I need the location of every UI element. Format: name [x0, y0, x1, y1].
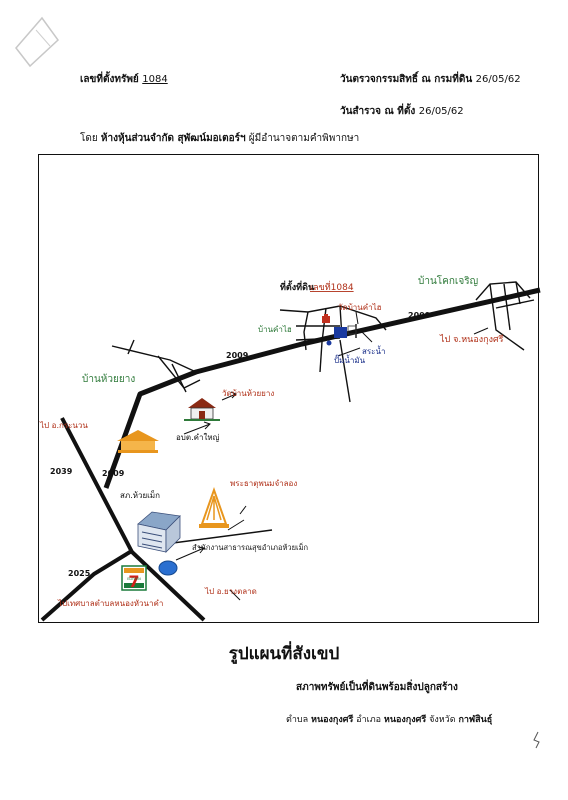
survey-label: วันสำรวจ ณ ที่ตั้ง — [340, 106, 416, 117]
pond-marker — [347, 325, 357, 335]
amphoe-label: อำเภอ — [356, 715, 382, 725]
province-label: จังหวัด — [429, 715, 456, 725]
label-phra-that: พระธาตุพนมจำลอง — [230, 479, 297, 488]
gas-station-marker — [326, 340, 332, 346]
tambon-name: หนองกุงศรี — [311, 715, 354, 725]
seven-eleven-sub: ELEVEN — [127, 577, 141, 581]
road-2025 — [40, 550, 132, 622]
label-to-nong-kung-si: ไป จ.หนองกุงศรี — [439, 334, 504, 345]
government-building-icon — [117, 430, 159, 453]
land-check-line: วันตรวจกรรมสิทธิ์ ณ กรมที่ดิน 26/05/62 — [340, 72, 521, 87]
label-wat-ban-kham-sai: วัดบ้านคำไฮ — [338, 303, 382, 312]
site-label: ที่ตั้งที่ดิน — [280, 280, 315, 293]
asset-number-line: เลขที่ตั้งทรัพย์ 1084 — [80, 72, 168, 87]
land-check-label: วันตรวจกรรมสิทธิ์ ณ กรมที่ดิน — [340, 74, 473, 85]
label-ban-huai-yang: บ้านห้วยยาง — [82, 373, 135, 385]
asset-condition: สภาพทรัพย์เป็นที่ดินพร้อมสิ่งปลูกสร้าง — [296, 682, 458, 693]
by-prefix: โดย — [80, 133, 98, 144]
road-number-2039: 2039 — [50, 467, 73, 476]
road-number-2009-west: 2009 — [102, 469, 125, 478]
label-pond: สระน้ำ — [362, 345, 385, 356]
label-wat-ban-huai-yang: วัดบ้านห้วยยาง — [222, 389, 274, 398]
label-obt-kham-yai: อบต.คำใหญ่ — [176, 433, 220, 442]
land-check-date: 26/05/62 — [475, 74, 521, 85]
road-2039 — [60, 417, 206, 622]
seven-eleven-logo: 7 ELEVEN — [121, 565, 147, 591]
site-number: เลขที่1084 — [310, 280, 354, 293]
temple-icon — [184, 398, 220, 421]
health-office-marker — [158, 560, 178, 576]
police-station-icon — [137, 511, 181, 553]
amphoe-name: หนองกุงศรี — [383, 715, 427, 725]
huai-yang-side-roads — [111, 339, 201, 393]
land-plot-marker — [334, 327, 347, 338]
seven-eleven-number: 7 — [128, 572, 139, 591]
survey-date: 26/05/62 — [418, 106, 464, 117]
authority-text: ผู้มีอำนาจตามคำพิพากษา — [248, 133, 360, 144]
stupa-icon — [199, 486, 229, 528]
asset-label: เลขที่ตั้งทรัพย์ — [80, 74, 139, 85]
road-number-2009-east: 2009 — [408, 311, 431, 320]
label-ban-khok-charoen: บ้านโคกเจริญ — [418, 274, 478, 287]
label-ban-kham-sai: บ้านคำไฮ — [258, 325, 292, 334]
pen-mark — [533, 731, 540, 749]
asset-number: 1084 — [142, 74, 168, 85]
label-police-station: สภ.ห้วยเม็ก — [120, 490, 160, 500]
owner-line: โดย ห้างหุ้นส่วนจำกัด สุพัฒน์มอเตอร์ฯ ผู… — [80, 131, 359, 146]
temple-marker — [322, 314, 330, 323]
road-number-2009-mid: 2009 — [226, 351, 249, 360]
map-title: รูปแผนที่สังเขป — [228, 644, 340, 664]
tambon-label: ตำบล — [286, 715, 309, 725]
location-line: ตำบล หนองกุงศรี อำเภอ หนองกุงศรี จังหวัด… — [286, 712, 492, 726]
khok-charoen-grid — [475, 281, 535, 351]
label-to-nong-hua-kham: ไปเทศบาลตำบลหนองหัวนาคำ — [57, 599, 163, 608]
company-name: ห้างหุ้นส่วนจำกัด สุพัฒน์มอเตอร์ฯ — [100, 133, 246, 144]
map-frame — [38, 154, 539, 623]
label-to-kranuan: ไป อ.กระนวน — [39, 421, 88, 430]
road-number-2025: 2025 — [68, 569, 91, 578]
corner-fold-mark — [15, 16, 59, 68]
survey-line: วันสำรวจ ณ ที่ตั้ง 26/05/62 — [340, 104, 464, 119]
label-to-yang-talat: ไป อ.ยางตลาด — [204, 587, 257, 596]
direction-arrows — [175, 311, 489, 601]
province-name: กาฬสินธุ์ — [458, 715, 493, 725]
label-gas-station: ปั๊มน้ำมัน — [334, 354, 366, 365]
label-health-office: สำนักงานสาธารณสุขอำเภอห้วยเม็ก — [192, 542, 308, 552]
